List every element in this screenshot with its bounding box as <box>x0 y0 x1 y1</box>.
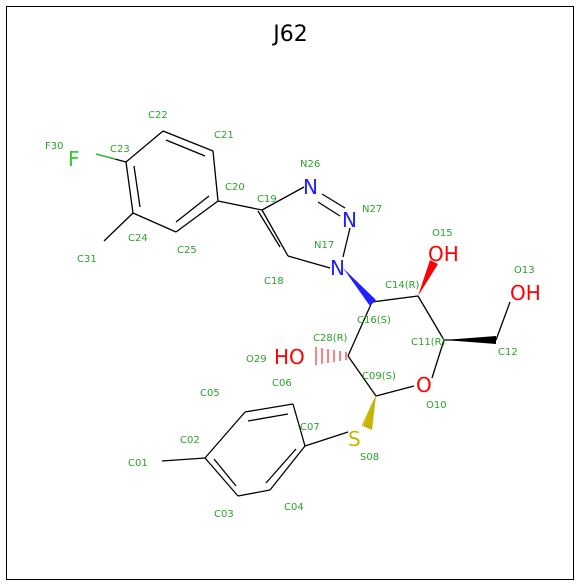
label-f30: F30 <box>45 141 63 152</box>
wedge-c14-o15 <box>418 260 438 296</box>
label-c28r: C28(R) <box>313 333 348 344</box>
wedge-c09-s08 <box>363 396 376 430</box>
atom-s08: S <box>348 427 361 451</box>
label-n27: N27 <box>362 204 382 215</box>
diagram-frame <box>6 6 574 580</box>
label-o13: O13 <box>514 265 535 276</box>
label-c11r: C11(R) <box>411 337 446 348</box>
label-c04: C04 <box>284 502 304 513</box>
atom-n27: N <box>342 208 357 232</box>
label-c23: C23 <box>110 144 130 155</box>
label-c19: C19 <box>257 194 277 205</box>
label-c22: C22 <box>148 110 168 121</box>
label-c12: C12 <box>498 347 518 358</box>
label-c21: C21 <box>214 130 234 141</box>
label-c02: C02 <box>180 435 200 446</box>
molecule-title: J62 <box>273 22 308 47</box>
atom-oh-o13: OH <box>510 281 541 305</box>
atom-n17: N <box>330 256 345 280</box>
label-n17: N17 <box>314 240 334 251</box>
atom-oh-o15: OH <box>428 242 459 266</box>
label-o29: O29 <box>246 354 267 365</box>
label-n26: N26 <box>300 159 320 170</box>
label-o10: O10 <box>426 400 447 411</box>
hash-c28-o29 <box>315 347 347 365</box>
label-c01: C01 <box>128 458 148 469</box>
label-c03: C03 <box>214 509 234 520</box>
wedge-c11-c12 <box>444 336 496 344</box>
label-c18: C18 <box>264 276 284 287</box>
label-c09s: C09(S) <box>362 371 396 382</box>
label-c24: C24 <box>128 233 148 244</box>
atom-f: F <box>68 147 80 171</box>
wedge-n17-c16 <box>343 268 376 306</box>
label-c06: C06 <box>272 378 292 389</box>
bonds <box>95 130 511 497</box>
atom-ho-o29: HO <box>274 345 305 369</box>
label-c07: C07 <box>300 422 320 433</box>
label-c05: C05 <box>200 388 220 399</box>
label-c16s: C16(S) <box>357 315 391 326</box>
hetero-bonds <box>95 153 377 427</box>
atom-labels: F30 C23 C22 C21 C20 C19 N26 N27 N17 C24 … <box>45 110 535 520</box>
label-s08: S08 <box>360 452 379 463</box>
label-c14r: C14(R) <box>385 280 420 291</box>
label-c31: C31 <box>77 254 97 265</box>
atom-n26: N <box>303 175 318 199</box>
label-c20: C20 <box>225 182 245 193</box>
label-o15: O15 <box>432 228 453 239</box>
label-c25: C25 <box>177 245 197 256</box>
atom-o10: O <box>416 373 432 397</box>
